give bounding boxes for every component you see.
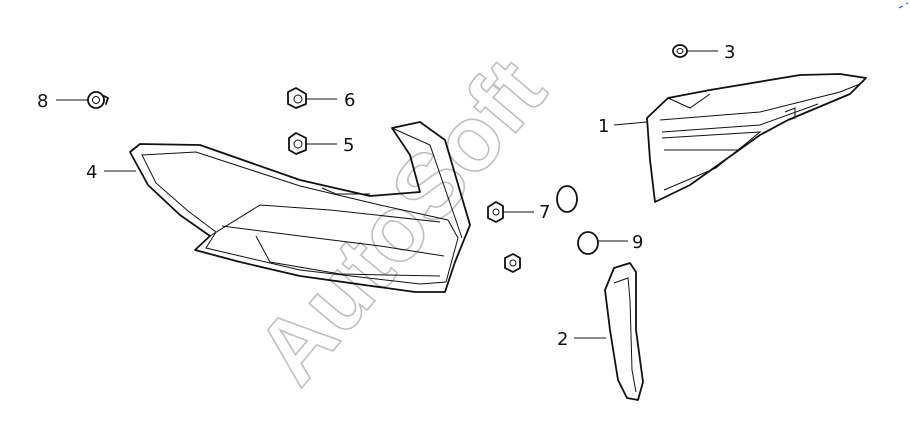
- callout-7: 7: [539, 202, 550, 223]
- callout-8: 8: [37, 91, 48, 112]
- seal-unlabeled: [556, 185, 578, 213]
- grommet-5: [288, 132, 307, 155]
- screw-8: [87, 91, 109, 109]
- callout-3: 3: [724, 42, 735, 63]
- reflector: [604, 262, 644, 401]
- callout-5: 5: [343, 135, 354, 156]
- outer-tail-lamp: [129, 121, 471, 293]
- callout-6: 6: [344, 90, 355, 111]
- grommet-6: [287, 87, 307, 109]
- corner-mark: [898, 2, 909, 9]
- inner-tail-lamp: [646, 73, 867, 203]
- cap-9: [577, 231, 599, 255]
- watermark: AutoSoft: [237, 40, 565, 403]
- callout-4: 4: [86, 162, 97, 183]
- callout-1: 1: [598, 116, 609, 137]
- callout-9: 9: [632, 232, 643, 253]
- callout-2: 2: [557, 329, 568, 350]
- bolt-7: [487, 201, 504, 223]
- callout-labels: 1 2 3 4 5 6 7 8 9: [37, 42, 735, 350]
- leader-lines: [56, 50, 718, 339]
- bolt-unlabeled: [504, 253, 521, 273]
- nut-3: [672, 44, 688, 58]
